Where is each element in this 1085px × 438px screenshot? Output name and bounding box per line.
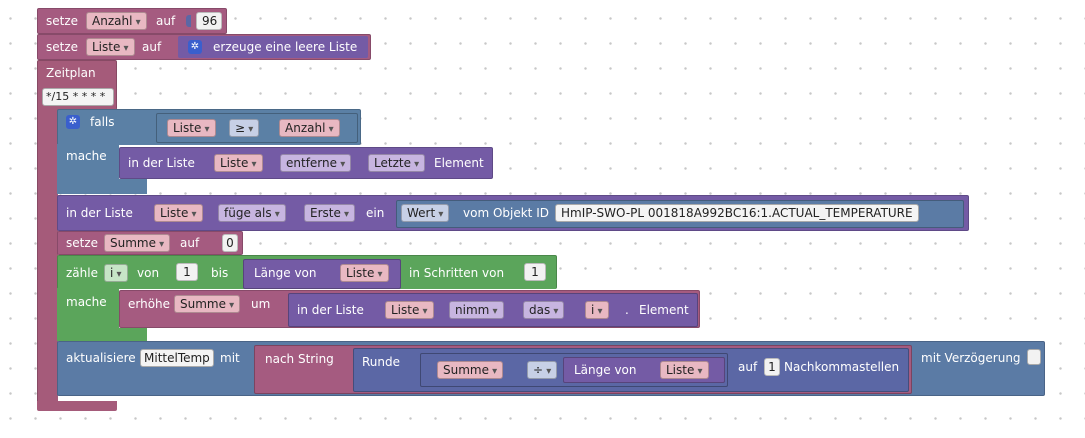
decimals-field[interactable]: 1	[764, 358, 780, 376]
from-number-field[interactable]: 1	[176, 263, 198, 281]
to-string-block[interactable]: nach String Runde Summe ÷ Länge von List…	[254, 345, 912, 394]
from-keyword: von	[137, 266, 160, 280]
mode-dropdown[interactable]: füge als	[218, 204, 286, 222]
number-field[interactable]: 96	[196, 12, 222, 30]
on-keyword: auf	[738, 360, 758, 374]
decimals-label: Nachkommastellen	[784, 360, 900, 374]
dot-label: .	[625, 303, 629, 317]
object-id-field[interactable]: HmIP-SWO-PL 001818A992BC16:1.ACTUAL_TEMP…	[555, 204, 919, 222]
increase-keyword: erhöhe	[128, 297, 171, 311]
list-variable-dropdown[interactable]: Liste	[154, 204, 203, 222]
schedule-left-bar	[37, 108, 58, 403]
remove-from-list-block[interactable]: in der Liste Liste entferne Letzte Eleme…	[119, 147, 493, 179]
number-field[interactable]: 0	[222, 234, 238, 252]
set-count-block[interactable]: setze Anzahl auf 96	[37, 8, 227, 34]
set-keyword: setze	[66, 236, 99, 250]
create-empty-list-label: erzeuge eine leere Liste	[213, 40, 358, 54]
by-keyword: um	[251, 297, 271, 311]
gear-icon[interactable]: ✲	[66, 115, 80, 129]
where-dropdown[interactable]: Letzte	[368, 154, 426, 172]
to-keyword: auf	[156, 14, 176, 28]
divide-block[interactable]: Summe ÷ Länge von Liste	[420, 353, 728, 387]
if-block[interactable]: ✲ falls Liste ≥ Anzahl	[57, 109, 361, 145]
left-variable-dropdown[interactable]: Liste	[167, 119, 216, 137]
variable-dropdown[interactable]: Liste	[86, 38, 135, 56]
set-list-block[interactable]: setze Liste auf ✲ erzeuge eine leere Lis…	[37, 34, 371, 60]
update-state-block[interactable]: aktualisiere MittelTemp mit nach String …	[57, 341, 1045, 396]
schedule-title: Zeitplan	[46, 66, 96, 80]
round-block[interactable]: Runde Summe ÷ Länge von Liste auf 1 Nach…	[353, 348, 909, 392]
element-label: Element	[434, 156, 484, 170]
length-of-label: Länge von	[254, 266, 317, 280]
mode-dropdown[interactable]: entferne	[280, 154, 352, 172]
in-list-label: in der Liste	[297, 303, 364, 317]
input-connector	[186, 15, 191, 27]
step-label: in Schritten von	[409, 266, 505, 280]
gear-icon[interactable]: ✲	[188, 40, 202, 54]
take-dropdown[interactable]: nimm	[449, 301, 504, 319]
in-keyword: ein	[366, 206, 385, 220]
with-keyword: mit	[220, 351, 240, 365]
element-label: Element	[639, 303, 689, 317]
to-string-label: nach String	[265, 352, 334, 366]
delay-checkbox[interactable]	[1027, 349, 1041, 365]
in-list-label: in der Liste	[128, 156, 195, 170]
operator-dropdown[interactable]: ÷	[527, 361, 558, 379]
to-keyword: bis	[211, 266, 229, 280]
length-of-block[interactable]: Länge von Liste	[563, 357, 725, 383]
variable-dropdown[interactable]: Summe	[174, 295, 241, 313]
loop-variable-dropdown[interactable]: i	[104, 264, 128, 282]
set-sum-block[interactable]: setze Summe auf 0	[57, 231, 243, 255]
list-variable-dropdown[interactable]: Liste	[660, 361, 709, 379]
cron-field[interactable]: */15 * * * *	[42, 88, 114, 106]
increase-block[interactable]: erhöhe Summe um in der Liste Liste nimm …	[119, 290, 700, 328]
index-variable-dropdown[interactable]: i	[585, 301, 609, 319]
if-keyword: falls	[90, 115, 115, 129]
variable-dropdown[interactable]: Anzahl	[86, 12, 147, 30]
round-label: Runde	[362, 355, 401, 369]
get-from-list-block[interactable]: in der Liste Liste nimm das i . Element	[288, 293, 698, 327]
length-of-block[interactable]: Länge von Liste	[243, 259, 401, 289]
list-variable-dropdown[interactable]: Liste	[214, 154, 263, 172]
list-variable-dropdown[interactable]: Liste	[340, 264, 389, 282]
from-object-label: vom Objekt ID	[463, 206, 549, 220]
loop-bottom-bar	[57, 328, 147, 341]
in-list-label: in der Liste	[66, 206, 133, 220]
step-number-field[interactable]: 1	[524, 263, 546, 281]
do-keyword: mache	[66, 295, 107, 309]
set-keyword: setze	[46, 40, 79, 54]
list-variable-dropdown[interactable]: Liste	[385, 301, 434, 319]
schedule-bottom-cap	[37, 401, 117, 411]
get-state-block[interactable]: Wert vom Objekt ID HmIP-SWO-PL 001818A99…	[396, 200, 964, 228]
length-of-label: Länge von	[574, 363, 637, 377]
set-keyword: setze	[46, 14, 79, 28]
target-field[interactable]: MittelTemp	[140, 349, 214, 367]
to-keyword: auf	[142, 40, 162, 54]
where-dropdown[interactable]: Erste	[304, 204, 356, 222]
operator-dropdown[interactable]: ≥	[229, 119, 260, 137]
to-keyword: auf	[180, 236, 200, 250]
if-bottom-bar	[57, 179, 147, 194]
schedule-block[interactable]: Zeitplan */15 * * * *	[37, 60, 117, 110]
compare-block[interactable]: Liste ≥ Anzahl	[156, 113, 358, 143]
update-keyword: aktualisiere	[66, 351, 136, 365]
variable-dropdown[interactable]: Summe	[104, 234, 171, 252]
insert-into-list-block[interactable]: in der Liste Liste füge als Erste ein We…	[57, 195, 969, 231]
count-loop-block[interactable]: zähle i von 1 bis Länge von Liste in Sch…	[57, 255, 557, 289]
delay-label: mit Verzögerung	[921, 351, 1021, 365]
count-keyword: zähle	[66, 266, 98, 280]
sum-variable-dropdown[interactable]: Summe	[437, 361, 504, 379]
do-keyword: mache	[66, 149, 107, 163]
position-dropdown[interactable]: das	[523, 301, 565, 319]
right-variable-dropdown[interactable]: Anzahl	[279, 119, 340, 137]
value-dropdown[interactable]: Wert	[401, 204, 450, 222]
create-empty-list-block[interactable]: ✲ erzeuge eine leere Liste	[178, 36, 368, 58]
